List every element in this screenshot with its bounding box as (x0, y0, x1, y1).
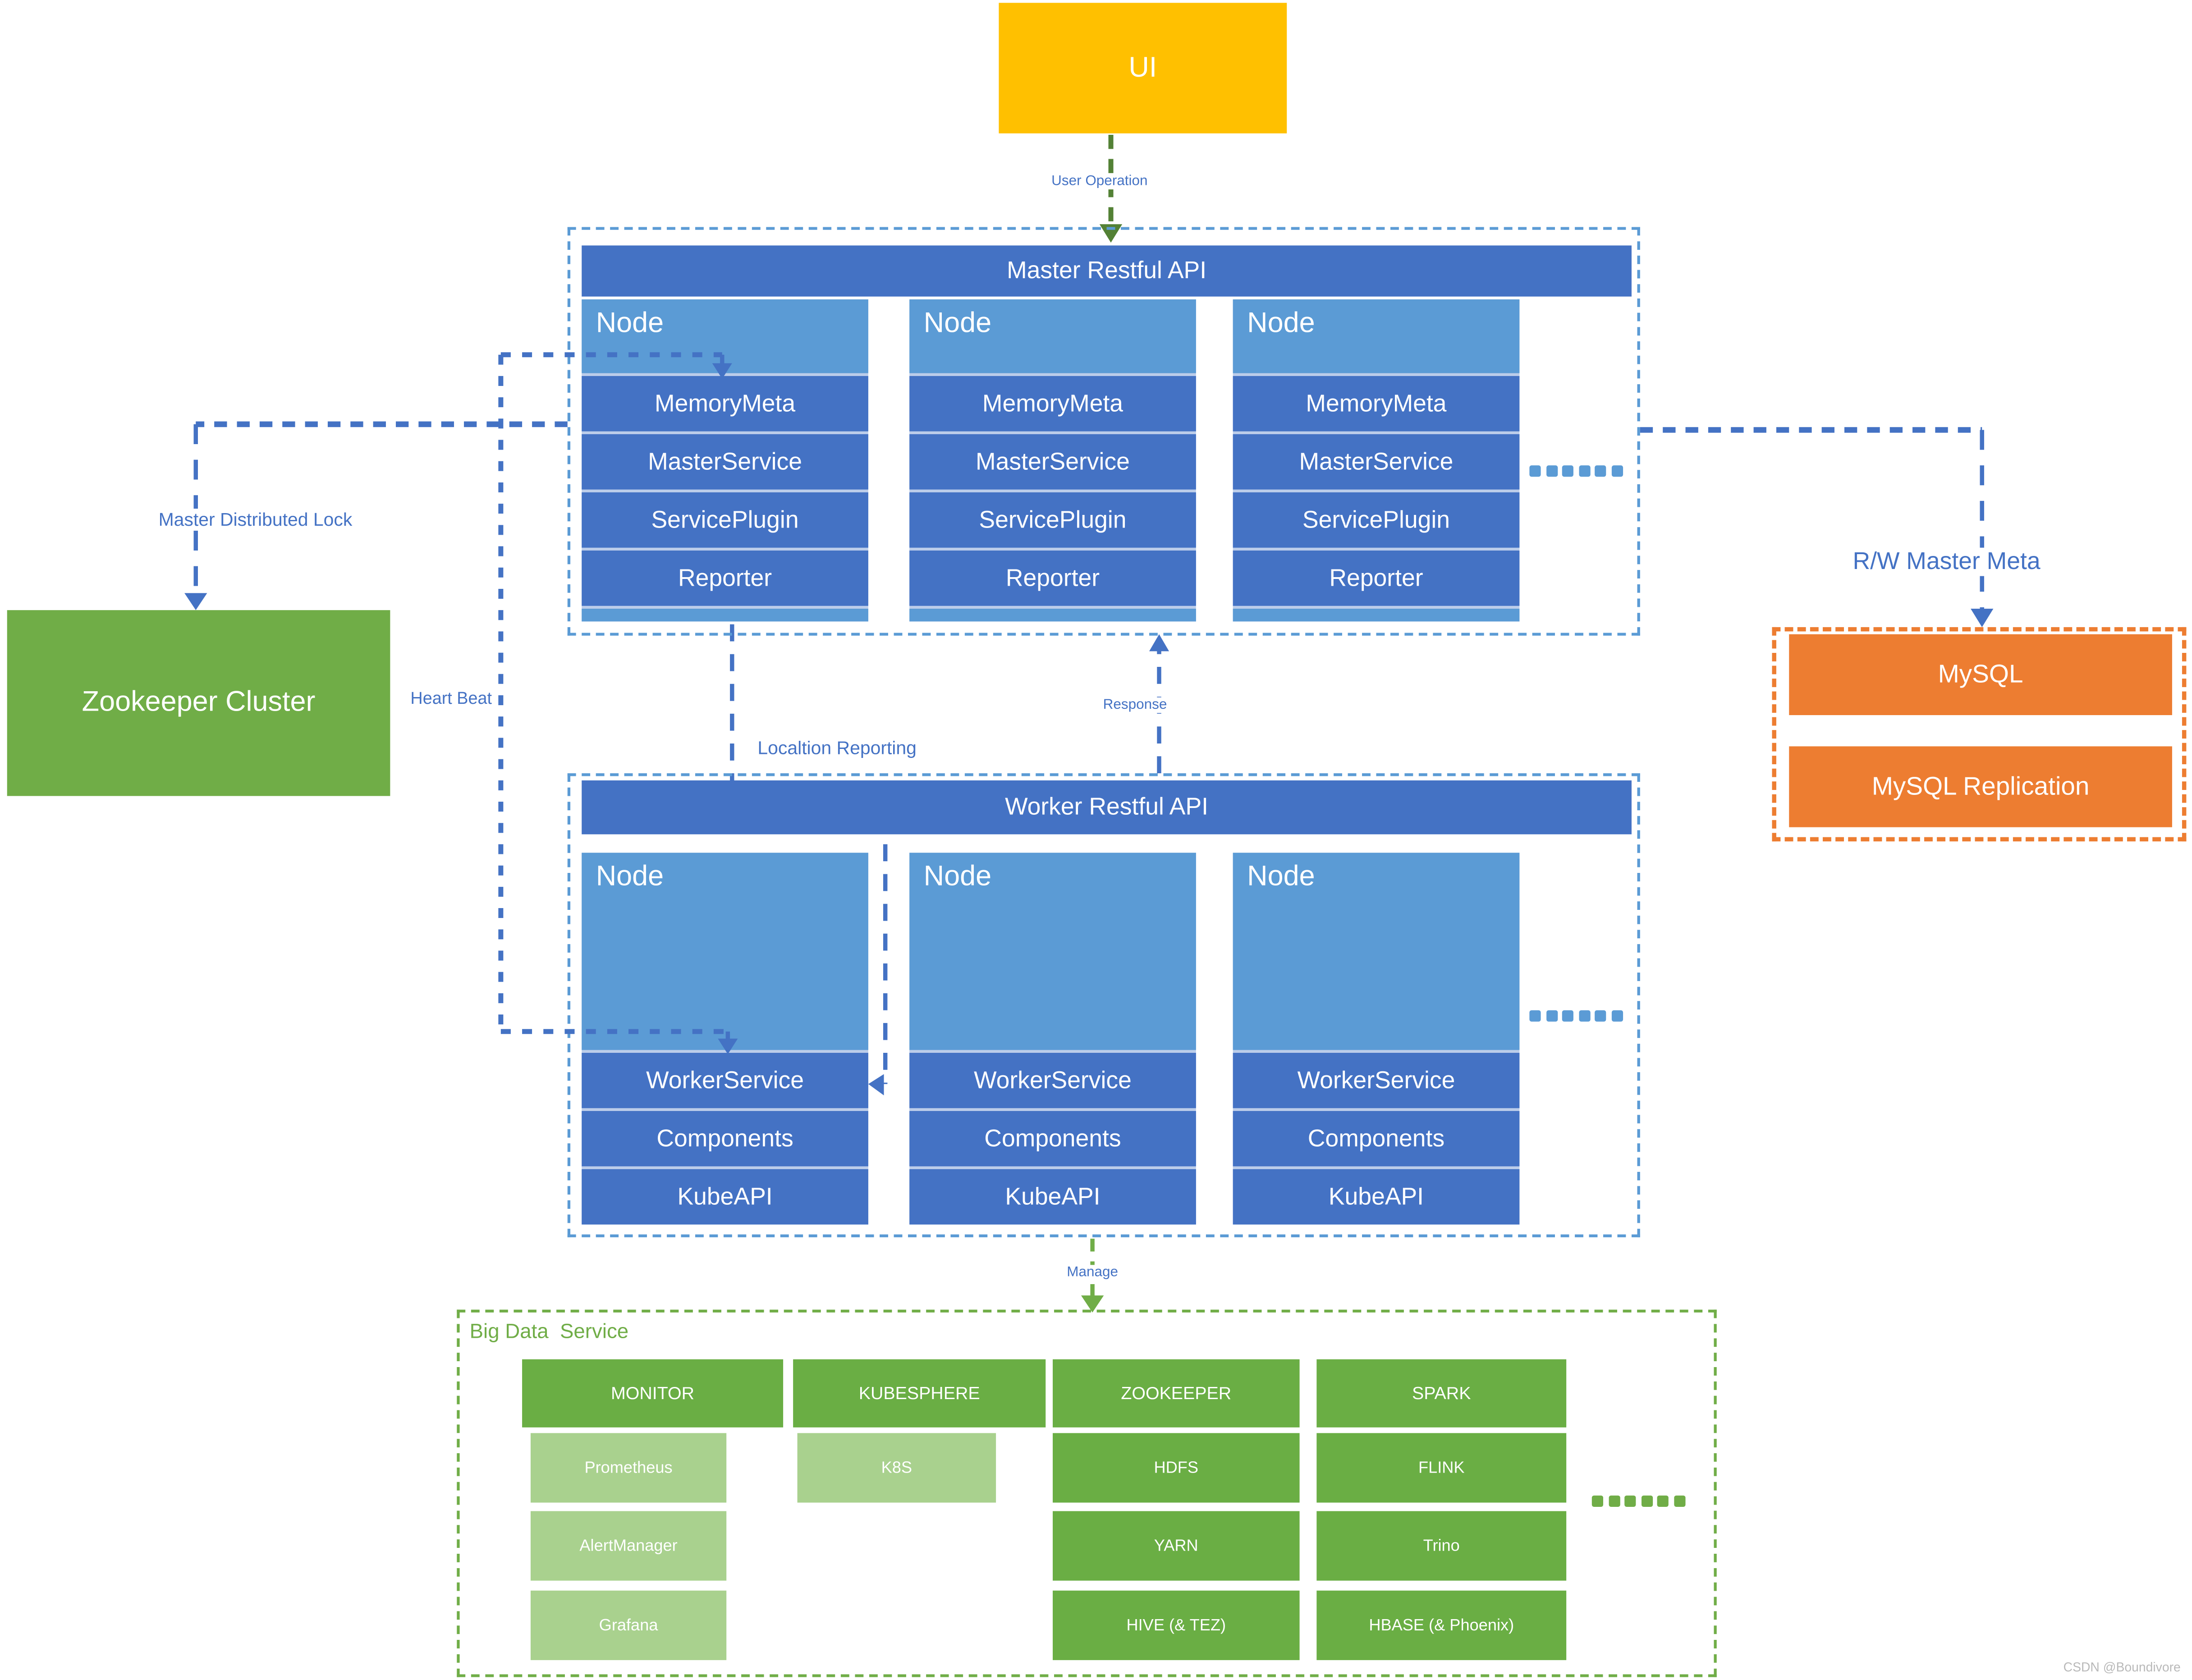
manage-arrowhead (1081, 1295, 1104, 1313)
node-title: Node (1233, 853, 1520, 1050)
node-title: Node (909, 853, 1196, 1050)
bigdata-item-hive: HIVE (& TEZ) (1052, 1590, 1300, 1660)
bigdata-item-prometheus: Prometheus (530, 1433, 727, 1503)
node-row: WorkerService (909, 1052, 1196, 1108)
bigdata-header-spark: SPARK (1316, 1359, 1567, 1428)
bigdata-item-k8s: K8S (797, 1433, 996, 1503)
bigdata-header-monitor: MONITOR (522, 1359, 784, 1428)
node-row: MemoryMeta (582, 376, 868, 431)
worker-ellipsis-dots (1529, 1010, 1623, 1022)
user-operation-label: User Operation (1047, 174, 1152, 190)
master-node-3: Node MemoryMeta MasterService ServicePlu… (1233, 299, 1520, 622)
mysql-replication-box: MySQL Replication (1789, 746, 2172, 827)
node-row: KubeAPI (1233, 1169, 1520, 1225)
node-title: Node (582, 853, 868, 1050)
worker-api-header: Worker Restful API (582, 780, 1632, 835)
master-container (567, 227, 1640, 636)
bigdata-ellipsis-dots (1591, 1495, 1685, 1507)
node-title: Node (909, 299, 1196, 373)
bigdata-item-trino: Trino (1316, 1511, 1567, 1581)
bigdata-item-alertmanager: AlertManager (530, 1511, 727, 1581)
mysql-container (1772, 627, 2187, 842)
bigdata-header-kubesphere: KUBESPHERE (793, 1359, 1046, 1428)
node-row: Components (1233, 1111, 1520, 1166)
node-footer (582, 609, 868, 622)
worker-container (567, 773, 1640, 1238)
node-row: ServicePlugin (582, 492, 868, 548)
worker-node-3: Node WorkerService Components KubeAPI (1233, 853, 1520, 1225)
node-row: Reporter (1233, 550, 1520, 606)
mysql-box: MySQL (1789, 634, 2172, 716)
big-data-title: Big Data Service (464, 1321, 634, 1344)
node-row: KubeAPI (909, 1169, 1196, 1225)
bigdata-item-grafana: Grafana (530, 1590, 727, 1660)
node-row: ServicePlugin (909, 492, 1196, 548)
node-row: KubeAPI (582, 1169, 868, 1225)
bigdata-item-hbase: HBASE (& Phoenix) (1316, 1590, 1567, 1660)
heart-beat-arrowhead-bottom (718, 1038, 738, 1055)
node-row: Components (909, 1111, 1196, 1166)
location-reporting-arrowhead (868, 1074, 884, 1096)
rw-master-meta-label: R/W Master Meta (1848, 547, 2045, 576)
node-row: ServicePlugin (1233, 492, 1520, 548)
location-reporting-label: Localtion Reporting (753, 737, 921, 759)
response-label: Response (1099, 697, 1171, 713)
zookeeper-cluster-box: Zookeeper Cluster (7, 610, 390, 796)
master-lock-arrowhead (184, 593, 207, 610)
master-api-header: Master Restful API (582, 245, 1632, 297)
node-row: MasterService (909, 434, 1196, 490)
watermark: CSDN @Boundivore (2063, 1660, 2181, 1675)
master-ellipsis-dots (1529, 465, 1623, 477)
node-footer (1233, 609, 1520, 622)
node-row: WorkerService (1233, 1052, 1520, 1108)
node-row: MemoryMeta (909, 376, 1196, 431)
worker-node-2: Node WorkerService Components KubeAPI (909, 853, 1196, 1225)
master-node-1: Node MemoryMeta MasterService ServicePlu… (582, 299, 868, 622)
heart-beat-arrowhead-top (712, 363, 732, 379)
node-row: MasterService (582, 434, 868, 490)
node-row: Reporter (582, 550, 868, 606)
master-distributed-lock-label: Master Distributed Lock (154, 509, 357, 530)
heart-beat-label: Heart Beat (406, 688, 496, 708)
node-title: Node (582, 299, 868, 373)
node-row: Components (582, 1111, 868, 1166)
master-node-2: Node MemoryMeta MasterService ServicePlu… (909, 299, 1196, 622)
bigdata-header-zookeeper: ZOOKEEPER (1052, 1359, 1300, 1428)
node-title: Node (1233, 299, 1520, 373)
big-data-container (457, 1309, 1717, 1677)
node-footer (909, 609, 1196, 622)
node-row: WorkerService (582, 1052, 868, 1108)
bigdata-item-flink: FLINK (1316, 1433, 1567, 1503)
ui-box: UI (999, 3, 1287, 133)
node-row: MasterService (1233, 434, 1520, 490)
node-row: MemoryMeta (1233, 376, 1520, 431)
node-row: Reporter (909, 550, 1196, 606)
bigdata-item-yarn: YARN (1052, 1511, 1300, 1581)
rw-meta-arrowhead (1971, 609, 1994, 627)
bigdata-item-hdfs: HDFS (1052, 1433, 1300, 1503)
response-arrowhead (1149, 634, 1169, 652)
manage-label: Manage (1062, 1265, 1123, 1281)
